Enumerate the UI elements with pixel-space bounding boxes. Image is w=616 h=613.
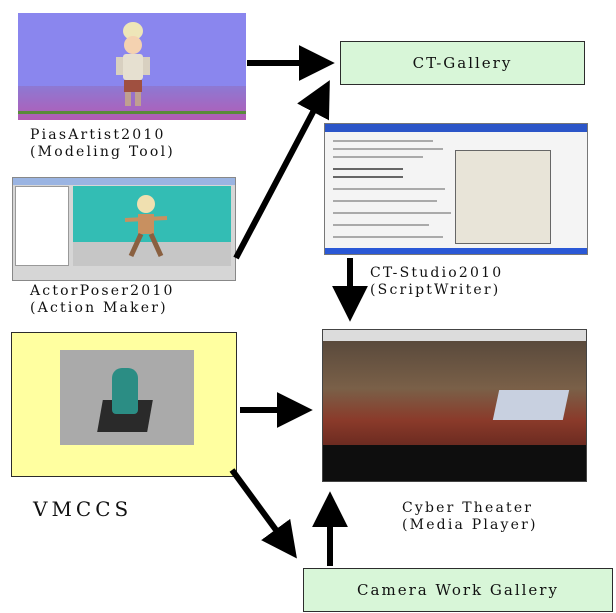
vmccs-label: VMCCS bbox=[33, 497, 133, 521]
dialog-panel bbox=[455, 150, 551, 244]
ct-gallery-node: CT-Gallery bbox=[340, 41, 585, 85]
cyber-theater-caption-name: Cyber Theater bbox=[402, 500, 534, 516]
actorposer-screenshot bbox=[12, 177, 236, 281]
script-line bbox=[333, 140, 433, 142]
script-line bbox=[333, 156, 423, 158]
script-line bbox=[333, 236, 443, 238]
stage-edge bbox=[18, 111, 246, 114]
script-line bbox=[333, 188, 445, 190]
posed-character bbox=[124, 195, 168, 258]
arrow-vmccs-to-camera-gallery bbox=[229, 468, 297, 559]
subtitle-bar bbox=[323, 445, 586, 481]
piasartist-caption-role: (Modeling Tool) bbox=[30, 144, 175, 160]
cyber-theater-screenshot bbox=[322, 329, 587, 482]
piasartist-screenshot bbox=[18, 13, 246, 120]
script-line bbox=[333, 200, 437, 202]
arrow-poser-to-gallery bbox=[233, 80, 330, 260]
scene-ground bbox=[73, 242, 231, 266]
cyber-theater-caption-role: (Media Player) bbox=[402, 517, 538, 533]
window-titlebar bbox=[13, 178, 235, 185]
vmccs-screenshot bbox=[60, 350, 194, 445]
actorposer-caption-role: (Action Maker) bbox=[30, 300, 168, 316]
actorposer-caption-name: ActorPoser2010 bbox=[30, 283, 175, 299]
character-figure bbox=[116, 22, 150, 106]
script-line bbox=[333, 176, 403, 178]
script-line bbox=[333, 212, 451, 214]
taskbar bbox=[325, 248, 587, 254]
outline-panel bbox=[15, 186, 69, 266]
ct-studio-caption-role: (ScriptWriter) bbox=[370, 282, 501, 298]
ct-studio-caption-name: CT-Studio2010 bbox=[370, 265, 504, 281]
script-line bbox=[333, 148, 443, 150]
ct-studio-screenshot bbox=[324, 123, 588, 255]
script-line bbox=[333, 168, 403, 170]
piasartist-caption-name: PiasArtist2010 bbox=[30, 127, 166, 143]
script-line bbox=[333, 224, 429, 226]
vmccs-character bbox=[112, 368, 138, 414]
window-titlebar bbox=[325, 124, 587, 132]
camera-work-gallery-node: Camera Work Gallery bbox=[303, 568, 613, 612]
player-toolbar bbox=[323, 330, 586, 341]
